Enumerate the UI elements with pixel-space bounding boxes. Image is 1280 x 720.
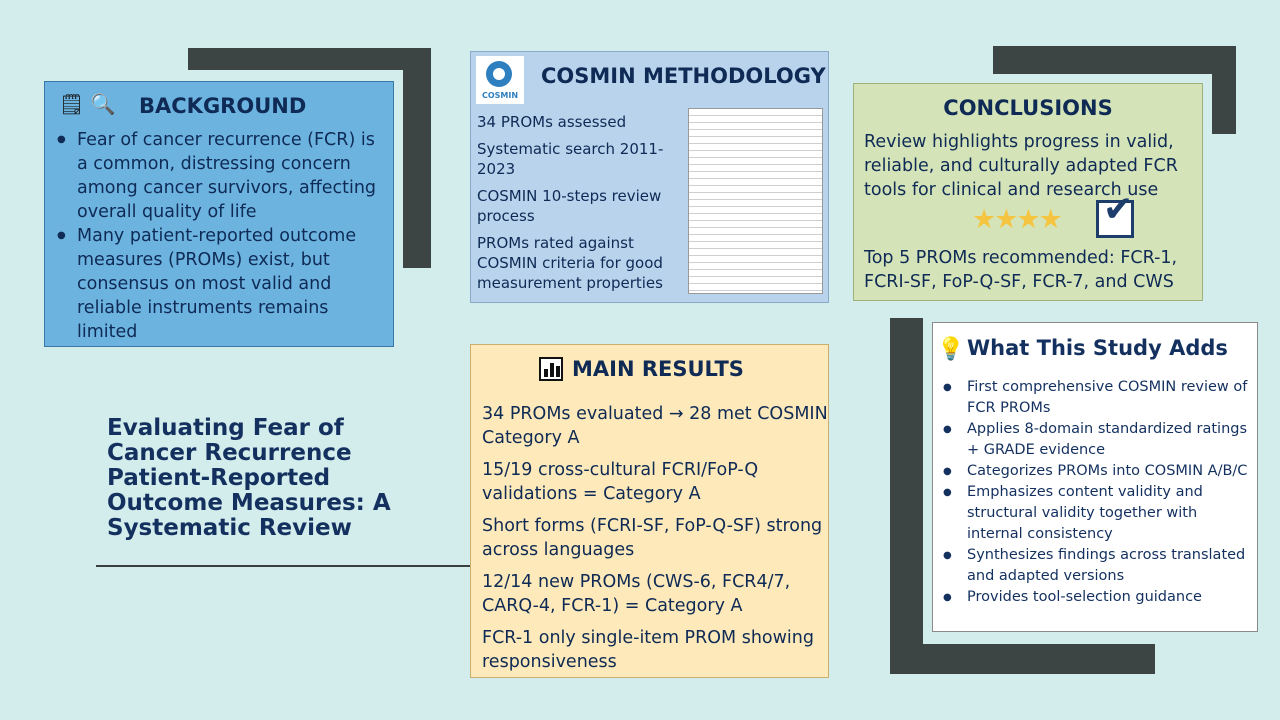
page-title: Evaluating Fear of Cancer Recurrence Pat… xyxy=(107,415,391,541)
table-thumbnail-row xyxy=(689,137,822,144)
table-thumbnail-row xyxy=(689,214,822,221)
table-thumbnail-row xyxy=(689,144,822,151)
main-results-heading: MAIN RESULTS xyxy=(572,357,744,381)
bracket-conclusions-side xyxy=(1212,46,1236,134)
study-adds-bullet: Synthesizes findings across translated a… xyxy=(943,545,1248,587)
conclusions-heading: CONCLUSIONS xyxy=(943,96,1113,120)
result-item: 15/19 cross-cultural FCRI/FoP-Q validati… xyxy=(482,460,759,504)
cosmin-item: PROMs rated against COSMIN criteria for … xyxy=(477,234,663,292)
study-adds-bullet: Provides tool-selection guidance xyxy=(943,587,1248,608)
bracket-conclusions-top xyxy=(993,46,1236,74)
bracket-adds-bottom xyxy=(890,644,1155,674)
bar-chart-icon xyxy=(539,357,563,381)
result-item: 34 PROMs evaluated → 28 met COSMIN Categ… xyxy=(482,404,828,448)
main-results-panel: MAIN RESULTS 34 PROMs evaluated → 28 met… xyxy=(470,344,829,678)
background-heading: BACKGROUND xyxy=(139,94,307,118)
checkbox-icon xyxy=(1096,189,1134,238)
star-rating-icon: ★★★★ xyxy=(972,204,1063,235)
study-adds-list: First comprehensive COSMIN review of FCR… xyxy=(943,377,1248,608)
bracket-adds-side xyxy=(890,318,923,674)
cosmin-heading: COSMIN METHODOLOGY xyxy=(541,64,826,88)
study-adds-bullet: First comprehensive COSMIN review of FCR… xyxy=(943,377,1248,419)
study-adds-bullet: Categorizes PROMs into COSMIN A/B/C xyxy=(943,461,1248,482)
document-icon: 🗒 xyxy=(59,92,85,116)
table-thumbnail-row xyxy=(689,179,822,186)
conclusions-panel: CONCLUSIONS Review highlights progress i… xyxy=(853,83,1203,301)
table-thumbnail-row xyxy=(689,242,822,249)
table-thumbnail-row xyxy=(689,235,822,242)
study-adds-bullet: Applies 8-domain standardized ratings + … xyxy=(943,419,1248,461)
result-item: 12/14 new PROMs (CWS-6, FCR4/7, CARQ-4, … xyxy=(482,572,791,616)
cosmin-table-thumbnail xyxy=(688,108,823,294)
table-thumbnail-row xyxy=(689,193,822,200)
bracket-background-side xyxy=(403,48,431,268)
table-thumbnail-row xyxy=(689,123,822,130)
title-divider xyxy=(96,565,471,567)
conclusions-recommendation: Top 5 PROMs recommended: FCR-1, FCRI-SF,… xyxy=(864,248,1178,292)
table-thumbnail-row xyxy=(689,109,822,116)
table-thumbnail-row xyxy=(689,263,822,270)
result-item: Short forms (FCRI-SF, FoP-Q-SF) strong a… xyxy=(482,516,823,560)
table-thumbnail-row xyxy=(689,256,822,263)
table-thumbnail-row xyxy=(689,207,822,214)
table-thumbnail-row xyxy=(689,228,822,235)
background-icons: 🗒 🔍 xyxy=(59,92,116,116)
conclusions-summary: Review highlights progress in valid, rel… xyxy=(864,132,1178,200)
cosmin-item: COSMIN 10-steps review process xyxy=(477,187,662,225)
cosmin-list: 34 PROMs assessed Systematic search 2011… xyxy=(477,112,682,300)
table-thumbnail-row xyxy=(689,151,822,158)
cosmin-logo: COSMIN xyxy=(476,56,524,104)
table-thumbnail-row xyxy=(689,249,822,256)
cosmin-logo-text: COSMIN xyxy=(481,91,519,100)
table-thumbnail-row xyxy=(689,165,822,172)
table-thumbnail-row xyxy=(689,172,822,179)
table-thumbnail-row xyxy=(689,221,822,228)
cosmin-logo-icon xyxy=(486,61,512,87)
table-thumbnail-row xyxy=(689,158,822,165)
result-item: FCR-1 only single-item PROM showing resp… xyxy=(482,628,814,672)
table-thumbnail-row xyxy=(689,277,822,284)
cosmin-panel: COSMIN COSMIN METHODOLOGY 34 PROMs asses… xyxy=(470,51,829,303)
background-bullet: Many patient-reported outcome measures (… xyxy=(57,224,385,344)
table-thumbnail-row xyxy=(689,200,822,207)
table-thumbnail-row xyxy=(689,186,822,193)
study-adds-panel: 💡 What This Study Adds First comprehensi… xyxy=(932,322,1258,632)
table-thumbnail-row xyxy=(689,116,822,123)
background-list: Fear of cancer recurrence (FCR) is a com… xyxy=(57,128,385,344)
cosmin-item: Systematic search 2011-2023 xyxy=(477,140,664,178)
lightbulb-icon: 💡 xyxy=(937,337,965,362)
table-thumbnail-row xyxy=(689,270,822,277)
magnifier-icon: 🔍 xyxy=(90,92,116,116)
table-thumbnail-row xyxy=(689,284,822,291)
bracket-background-top xyxy=(188,48,431,70)
background-panel: 🗒 🔍 BACKGROUND Fear of cancer recurrence… xyxy=(44,81,394,347)
background-bullet: Fear of cancer recurrence (FCR) is a com… xyxy=(57,128,385,224)
study-adds-heading: What This Study Adds xyxy=(967,336,1228,360)
study-adds-bullet: Emphasizes content validity and structur… xyxy=(943,482,1248,545)
table-thumbnail-row xyxy=(689,130,822,137)
cosmin-item: 34 PROMs assessed xyxy=(477,113,627,131)
main-results-list: 34 PROMs evaluated → 28 met COSMIN Categ… xyxy=(482,402,828,682)
